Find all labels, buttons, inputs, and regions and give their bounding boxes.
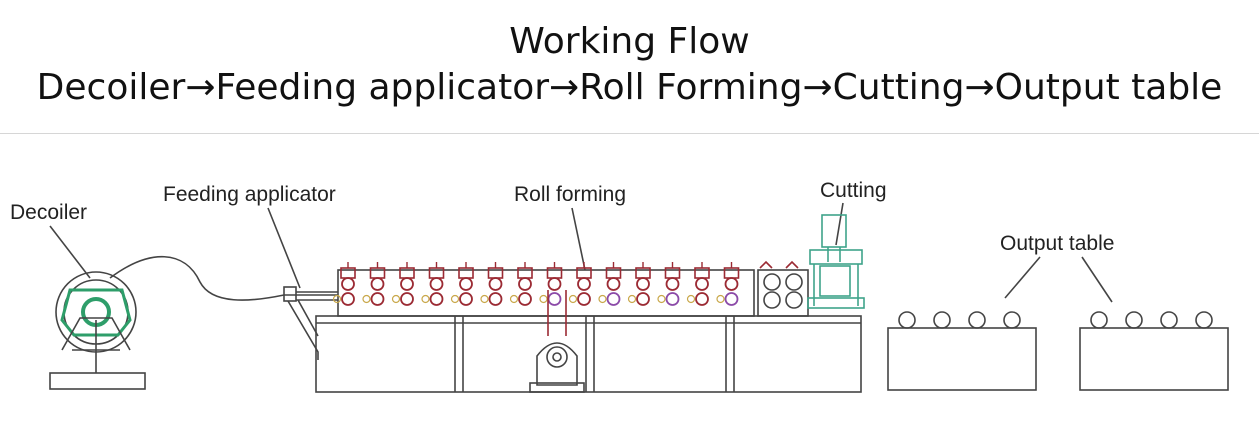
output-roller (1195, 311, 1213, 329)
decoiler-base (49, 372, 146, 390)
flow-step-cutting: Cutting (832, 67, 965, 108)
roller-station (686, 262, 710, 306)
output-roller (933, 311, 951, 329)
roller-station (480, 262, 504, 306)
flow-line: Decoiler→Feeding applicator→Roll Forming… (0, 64, 1259, 112)
output-roller (1160, 311, 1178, 329)
roller-station (627, 262, 651, 306)
output-roller (1090, 311, 1108, 329)
flow-arrow: → (185, 67, 216, 108)
output-roller (898, 311, 916, 329)
decoiler-coil (60, 288, 132, 337)
flow-step-feeding: Feeding applicator (215, 67, 550, 108)
feeding-applicator-unit (283, 286, 338, 360)
output-table (887, 311, 1037, 391)
title-divider (0, 133, 1259, 134)
cutting-unit (757, 214, 865, 317)
output-roller (968, 311, 986, 329)
leader-lines (49, 202, 1113, 303)
roll-forming-base (315, 269, 862, 393)
drive-motor (529, 290, 585, 393)
flow-step-roll-forming: Roll Forming (579, 67, 803, 108)
flow-arrow: → (964, 67, 995, 108)
roller-stations (332, 262, 740, 306)
cutting-press (807, 214, 865, 309)
output-roller (1125, 311, 1143, 329)
label-cutting: Cutting (820, 179, 887, 202)
flow-arrow: → (802, 67, 833, 108)
diagram-title: Working Flow (509, 21, 750, 62)
roller-station (391, 262, 415, 306)
decoiler-unit (49, 271, 146, 390)
roller-station (598, 262, 622, 306)
roller-station (509, 262, 533, 306)
flow-step-decoiler: Decoiler (36, 67, 186, 108)
output-table (1079, 311, 1229, 391)
roller-station (716, 262, 740, 306)
decoiler-stand (61, 317, 131, 351)
roller-station (362, 262, 386, 306)
label-roll-forming: Roll forming (514, 183, 626, 206)
label-decoiler: Decoiler (10, 201, 87, 224)
roller-station (332, 262, 356, 306)
flow-arrow: → (549, 67, 580, 108)
output-tables (887, 311, 1229, 391)
metal-strip (109, 255, 338, 301)
output-roller (1003, 311, 1021, 329)
roller-station (421, 262, 445, 306)
label-feeding-applicator: Feeding applicator (163, 183, 336, 206)
roller-station (568, 262, 592, 306)
roller-station (657, 262, 681, 306)
label-output-table: Output table (1000, 232, 1114, 255)
roller-station (539, 262, 563, 306)
roller-station (450, 262, 474, 306)
flow-step-output: Output table (994, 67, 1223, 108)
